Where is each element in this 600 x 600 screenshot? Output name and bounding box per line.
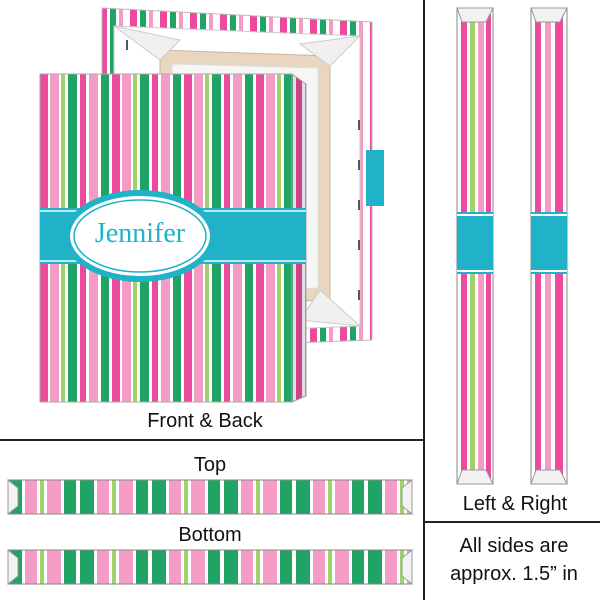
right-horizontal-divider	[423, 521, 600, 523]
top-label: Top	[193, 454, 227, 476]
left-right-label: Left & Right	[462, 493, 568, 515]
bottom-label: Bottom	[178, 524, 242, 546]
left-side-strip	[456, 7, 494, 485]
bottom-side-strip	[7, 548, 413, 586]
sides-note-line1: All sides are	[459, 535, 569, 557]
canvas-front-view	[39, 73, 307, 403]
front-back-label: Front & Back	[147, 410, 263, 432]
sides-note-line2: approx. 1.5” in	[450, 563, 578, 585]
left-horizontal-divider	[0, 439, 423, 441]
right-side-strip	[530, 7, 568, 485]
personalized-name: Jennifer	[94, 218, 186, 249]
vertical-divider	[423, 0, 425, 600]
top-side-strip	[7, 478, 413, 516]
